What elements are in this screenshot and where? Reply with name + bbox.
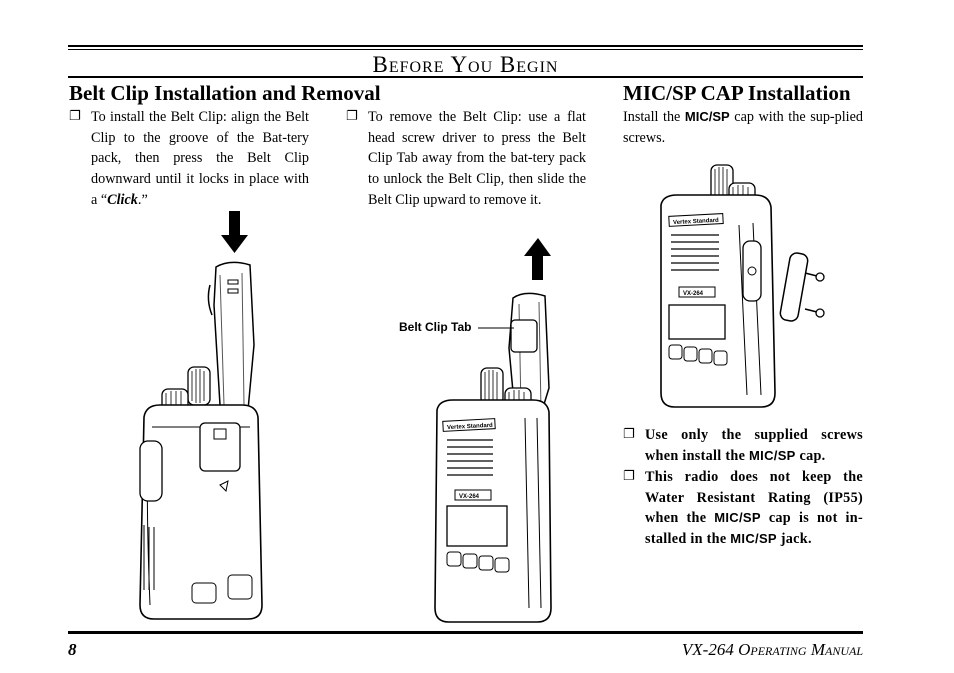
note1-text-a: Use only the supplied screws when instal… [645, 427, 863, 464]
mic-cap-heading: MIC/SP CAP Installation [623, 81, 851, 105]
header-rule-thick [68, 45, 863, 47]
radio-brand: Vertex Standard [673, 218, 719, 226]
install-paragraph: ❐ To install the Belt Clip: align the Be… [69, 107, 309, 211]
note-2: ❐ This radio does not keep the Water Res… [623, 467, 863, 550]
checkbox-bullet-icon: ❐ [69, 109, 81, 124]
remove-paragraph: ❐ To remove the Belt Clip: use a flat he… [346, 107, 586, 211]
mic-install-jack: MIC/SP [684, 109, 730, 124]
install-click: Click [107, 191, 138, 208]
footer-rule-thick [68, 631, 863, 634]
page-number: 8 [68, 640, 77, 659]
arrow-up-icon [524, 238, 551, 280]
arrow-down-icon [221, 211, 248, 253]
note2-text-c: jack. [776, 531, 812, 548]
note2-jack: MIC/SP [714, 510, 761, 526]
install-text-a: To install the Belt Clip: align the Belt… [91, 109, 309, 208]
note-1: ❐ Use only the supplied screws when inst… [623, 425, 863, 466]
manual-title: VX-264 Operating Manual [681, 640, 863, 659]
mic-install-b: cap with the sup-plied screws. [623, 109, 864, 146]
note2-text-b: cap is not in-stalled in the [645, 510, 864, 548]
belt-clip-tab-label: Belt Clip Tab [399, 320, 472, 334]
radio-model: VX-264 [459, 494, 480, 500]
tab-label-leader [478, 327, 514, 329]
radio-brand: Vertex Standard [447, 423, 493, 431]
section-title: Before You Begin [372, 52, 559, 77]
remove-text: To remove the Belt Clip: use a flat head… [368, 109, 586, 208]
radio-model: VX-264 [683, 291, 704, 297]
note2-text-a: This radio does not keep the Water Resis… [645, 469, 863, 527]
header-rule-thin [68, 49, 863, 50]
mic-install-paragraph: Install the MIC/SP cap with the sup-plie… [623, 107, 863, 148]
mic-sp-cap [779, 252, 809, 322]
screw-icon [804, 308, 825, 318]
header-rule-bottom [68, 76, 863, 78]
mic-install-a: Install the [623, 109, 685, 125]
radio-body [660, 194, 776, 408]
checkbox-bullet-icon: ❐ [346, 109, 358, 124]
checkbox-bullet-icon: ❐ [623, 427, 635, 442]
checkbox-bullet-icon: ❐ [623, 469, 635, 484]
note1-jack: MIC/SP [749, 447, 796, 463]
mic-cap-illustration: Vertex Standard VX-264 [660, 164, 825, 408]
belt-clip-heading: Belt Clip Installation and Removal [69, 81, 381, 105]
belt-clip-remove-illustration: Vertex Standard VX-264 [434, 238, 552, 623]
install-text-b: .” [137, 191, 148, 208]
note2-jack2: MIC/SP [730, 531, 777, 547]
screw-icon [804, 272, 825, 282]
belt-clip-install-illustration [139, 211, 263, 620]
note1-text-b: cap. [795, 447, 826, 464]
radio-body [434, 399, 552, 623]
